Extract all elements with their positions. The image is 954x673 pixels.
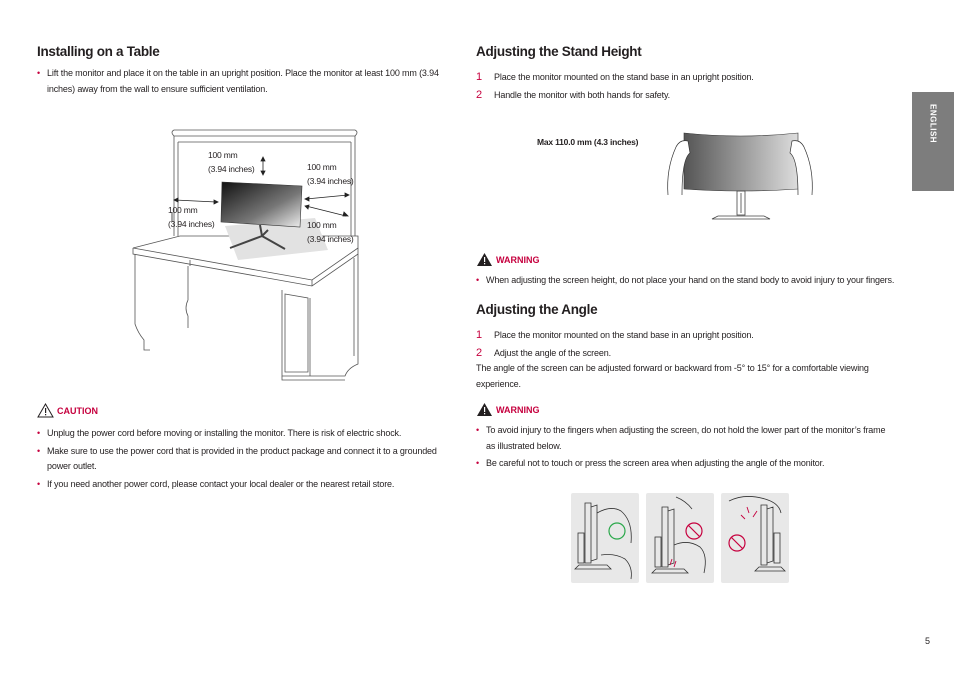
- list-item: •To avoid injury to the fingers when adj…: [476, 425, 886, 451]
- page-number: 5: [924, 636, 930, 646]
- list-item: •Be careful not to touch or press the sc…: [476, 458, 825, 468]
- dim-label-top: 100 mm (3.94 inches): [208, 150, 255, 174]
- intro-bullet-list: •Lift the monitor and place it on the ta…: [37, 66, 442, 99]
- angle-illustration-correct: [571, 493, 639, 583]
- dim-label-left: 100 mm (3.94 inches): [168, 205, 215, 229]
- warning-triangle-icon: [477, 253, 492, 266]
- prohibited-icon: [728, 534, 746, 552]
- dim-label-right-upper: 100 mm (3.94 inches): [307, 162, 354, 186]
- section-title-angle: Adjusting the Angle: [476, 302, 598, 317]
- max-height-label: Max 110.0 mm (4.3 inches): [537, 137, 639, 147]
- caution-heading: CAUTION: [37, 403, 98, 418]
- section-title-stand-height: Adjusting the Stand Height: [476, 44, 642, 59]
- list-item: •When adjusting the screen height, do no…: [476, 275, 895, 285]
- angle-warning-heading: WARNING: [476, 402, 540, 417]
- correct-circle-icon: [608, 522, 626, 540]
- height-warning-list: •When adjusting the screen height, do no…: [476, 273, 896, 291]
- angle-illustration-wrong-screen: [721, 493, 789, 583]
- language-side-tab: ENGLISH: [912, 92, 954, 191]
- list-item: •If you need another power cord, please …: [37, 478, 395, 489]
- section-title-installing-table: Installing on a Table: [37, 44, 160, 59]
- dim-label-right-lower: 100 mm (3.94 inches): [307, 220, 354, 244]
- list-item: •Unplug the power cord before moving or …: [37, 428, 402, 438]
- angle-note: The angle of the screen can be adjusted …: [476, 363, 869, 389]
- list-item: •Make sure to use the power cord that is…: [37, 445, 437, 472]
- angle-warning-list: •To avoid injury to the fingers when adj…: [476, 423, 896, 474]
- caution-list: •Unplug the power cord before moving or …: [37, 426, 451, 494]
- stand-height-illustration: [667, 132, 813, 220]
- height-warning-heading: WARNING: [476, 252, 540, 267]
- list-item: •Lift the monitor and place it on the ta…: [37, 68, 439, 94]
- caution-triangle-icon: [37, 403, 54, 418]
- warning-triangle-icon: [477, 403, 492, 416]
- prohibited-icon: [685, 522, 703, 540]
- table-installation-illustration: [132, 129, 359, 381]
- angle-illustration-wrong-bottom: [646, 493, 714, 583]
